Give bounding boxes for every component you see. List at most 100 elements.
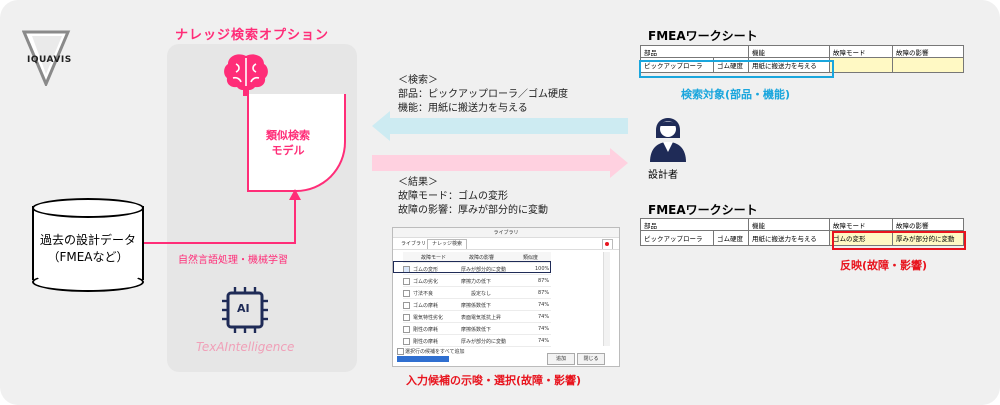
model-label-line2: モデル xyxy=(271,144,305,157)
worksheet-bottom-cell-function: 用紙に搬送力を与える xyxy=(748,230,830,246)
iquavis-logo-icon xyxy=(22,30,71,86)
dialog-tab-knowledge-search[interactable]: ナレッジ検索 xyxy=(427,239,468,249)
dialog-row[interactable]: 剛性の摩耗 摩擦係数低下 74% xyxy=(403,324,551,335)
row-score: 87% xyxy=(538,290,550,296)
row-checkbox[interactable] xyxy=(403,338,410,345)
row-checkbox[interactable] xyxy=(403,278,410,285)
worksheet-bottom-table: 部品 機能 故障モード 故障の影響 ピックアップローラ ゴム硬度 用紙に搬送力を… xyxy=(640,218,964,246)
row-effect: 摩擦係数低下 xyxy=(461,327,492,333)
search-heading: ＜検索＞ xyxy=(398,75,438,86)
worksheet-top-header-failure-effect: 故障の影響 xyxy=(892,45,964,58)
row-checkbox[interactable] xyxy=(403,302,410,309)
ai-chip-icon xyxy=(222,287,268,333)
worksheet-top-header-function: 機能 xyxy=(748,45,830,58)
worksheet-top-caption: 検索対象(部品・機能) xyxy=(681,88,791,101)
add-all-label: 選択行の候補をすべて追加 xyxy=(405,349,465,355)
dialog-row[interactable]: 電気特性劣化 表面電気抵抗上昇 74% xyxy=(403,312,551,323)
similar-search-model xyxy=(247,94,346,192)
row-effect: 厚みが部分的に変動 xyxy=(461,267,507,273)
result-effect-line: 故障の影響：厚みが部分的に変動 xyxy=(398,205,548,216)
worksheet-bottom-cell-part: ピックアップローラ xyxy=(640,230,714,246)
row-checkbox[interactable] xyxy=(403,326,410,333)
search-function-line: 機能：用紙に搬送力を与える xyxy=(398,103,528,114)
selected-row-highlight xyxy=(393,261,551,273)
worksheet-top-header-failure-mode: 故障モード xyxy=(829,45,893,58)
row-mode: 剛性の摩耗 xyxy=(413,327,439,333)
brain-icon xyxy=(224,54,268,96)
dialog-row[interactable]: 寸法不良 設定なし 87% xyxy=(403,288,551,299)
result-arrow-icon xyxy=(372,148,628,178)
worksheet-top-table: 部品 機能 故障モード 故障の影響 ピックアップローラ ゴム硬度 用紙に搬送力を… xyxy=(640,45,964,73)
dialog-header-row: 故障モード 故障の影響 類似度 xyxy=(403,252,551,263)
row-score: 74% xyxy=(538,326,550,332)
reflect-highlight xyxy=(832,231,966,250)
row-effect: 表面電気抵抗上昇 xyxy=(461,315,502,321)
database-label-line2: （FMEAなど） xyxy=(47,250,129,264)
row-score: 74% xyxy=(538,314,550,320)
row-mode: ゴムの摩耗 xyxy=(413,303,439,309)
worksheet-top-header-part: 部品 xyxy=(640,45,749,58)
dialog-scrollbar[interactable] xyxy=(603,252,610,346)
dialog-col-effect: 故障の影響 xyxy=(469,255,495,261)
database-label-line1: 過去の設計データ xyxy=(39,233,136,247)
database-label: 過去の設計データ （FMEAなど） xyxy=(32,232,144,266)
database-cylinder-body xyxy=(32,206,144,280)
row-checkbox[interactable] xyxy=(403,290,410,297)
search-part-line: 部品：ピックアップローラ／ゴム硬度 xyxy=(398,89,568,100)
dialog-row[interactable]: ゴムの摩耗 摩擦係数低下 74% xyxy=(403,300,551,311)
designer-person-icon xyxy=(650,118,686,162)
row-effect: 厚みが部分的に変動 xyxy=(461,339,507,345)
dialog-caption: 入力候補の示唆・選択(故障・影響) xyxy=(406,374,582,387)
dialog-title: ライブラリ xyxy=(493,230,519,236)
knowledge-option-title: ナレッジ検索オプション xyxy=(175,28,330,43)
add-button[interactable]: 追加 xyxy=(547,353,575,365)
search-arrow-icon xyxy=(372,111,628,141)
worksheet-bottom-header-failure-effect: 故障の影響 xyxy=(892,218,964,231)
row-score: 74% xyxy=(538,302,550,308)
row-score: 87% xyxy=(538,278,550,284)
worksheet-top-data-row: ピックアップローラ ゴム硬度 用紙に搬送力を与える xyxy=(640,57,964,73)
database-cylinder-bottom xyxy=(32,272,144,292)
dialog-col-score: 類似度 xyxy=(523,255,539,261)
row-score: 74% xyxy=(538,338,550,344)
search-target-highlight xyxy=(639,60,834,78)
row-effect: 摩擦力の低下 xyxy=(461,279,492,285)
worksheet-bottom-header-row: 部品 機能 故障モード 故障の影響 xyxy=(640,218,964,231)
dialog-row[interactable]: ゴムの劣化 摩擦力の低下 87% xyxy=(403,276,551,287)
model-label: 類似検索 モデル xyxy=(247,128,329,158)
logo-text: IQUAVIS xyxy=(27,55,72,65)
dialog-titlebar: ライブラリ xyxy=(393,228,619,238)
add-all-checkbox[interactable] xyxy=(397,348,404,355)
ai-chip-label: AI xyxy=(237,302,250,315)
row-mode: 剛性の摩耗 xyxy=(413,339,439,345)
worksheet-top-cell-failure-effect xyxy=(892,57,964,73)
nlp-connector-arrow xyxy=(140,189,301,244)
worksheet-bottom-caption: 反映(故障・影響) xyxy=(840,259,928,272)
dialog-tab-library[interactable]: ライブラリ xyxy=(401,241,427,247)
worksheet-bottom-title: FMEAワークシート xyxy=(648,203,758,217)
result-mode-line: 故障モード：ゴムの変形 xyxy=(398,191,508,202)
row-checkbox[interactable] xyxy=(403,314,410,321)
search-result: ＜結果＞ 故障モード：ゴムの変形 故障の影響：厚みが部分的に変動 xyxy=(398,176,548,218)
database-cylinder-top xyxy=(32,198,144,218)
row-effect: 設定なし xyxy=(471,291,492,297)
worksheet-bottom-data-row: ピックアップローラ ゴム硬度 用紙に搬送力を与える ゴムの変形 厚みが部分的に変… xyxy=(640,230,964,246)
row-mode: ゴムの劣化 xyxy=(413,279,439,285)
worksheet-bottom-header-part: 部品 xyxy=(640,218,749,231)
worksheet-top-cell-failure-mode xyxy=(829,57,893,73)
result-heading: ＜結果＞ xyxy=(398,177,438,188)
close-button[interactable]: 閉じる xyxy=(577,353,605,365)
row-mode: 電気特性劣化 xyxy=(413,315,444,321)
library-dialog: ライブラリ ライブラリ ナレッジ検索 故障モード 故障の影響 類似度 ゴムの変形… xyxy=(392,227,620,367)
worksheet-top-header-row: 部品 機能 故障モード 故障の影響 xyxy=(640,45,964,58)
designer-label: 設計者 xyxy=(648,170,678,181)
model-label-line1: 類似検索 xyxy=(266,129,310,142)
worksheet-bottom-header-failure-mode: 故障モード xyxy=(829,218,893,231)
texai-brand: TexAIntelligence xyxy=(196,340,295,354)
row-mode: ゴムの変形 xyxy=(413,267,439,273)
row-score: 100% xyxy=(535,266,550,272)
worksheet-top-title: FMEAワークシート xyxy=(648,29,758,43)
nlp-label: 自然言語処理・機械学習 xyxy=(178,255,288,266)
dialog-row[interactable]: 剛性の摩耗 厚みが部分的に変動 74% xyxy=(403,336,551,347)
